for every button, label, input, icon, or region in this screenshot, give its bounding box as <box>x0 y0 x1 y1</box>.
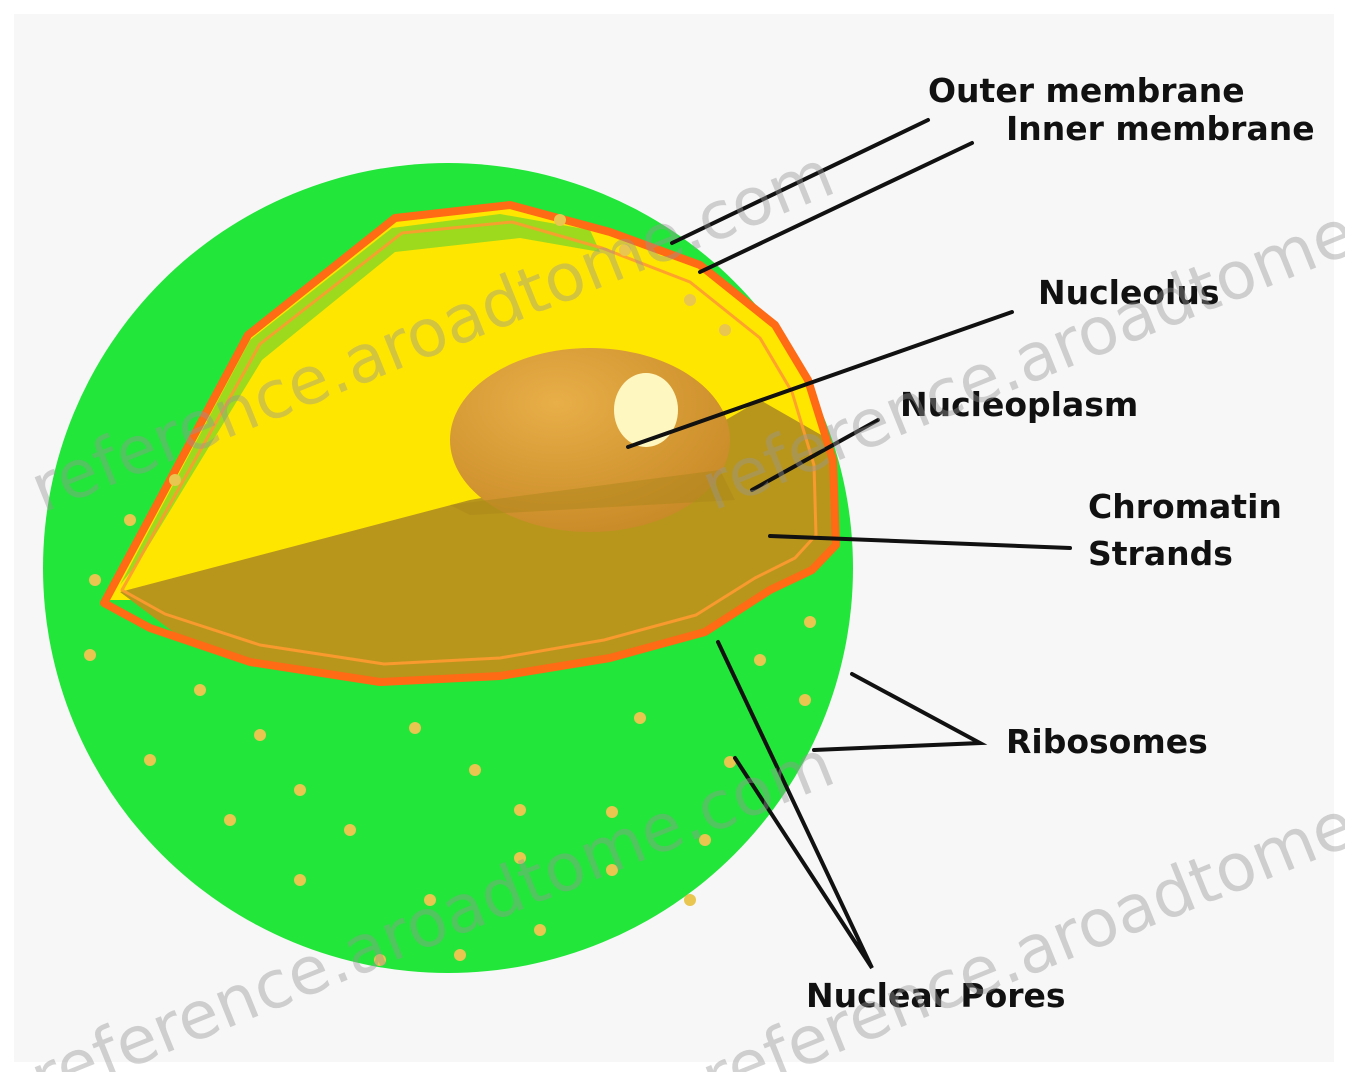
nucleolus-highlight <box>614 373 678 447</box>
ribosome-dot <box>684 294 696 306</box>
ribosome-dot <box>684 894 696 906</box>
leader-ribosomes <box>814 674 980 750</box>
ribosome-dot <box>84 649 96 661</box>
ribosome-dot <box>144 754 156 766</box>
ribosome-dot <box>294 874 306 886</box>
ribosome-dot <box>124 514 136 526</box>
ribosome-dot <box>514 804 526 816</box>
ribosome-dot <box>194 684 206 696</box>
ribosome-dot <box>469 764 481 776</box>
label-chromatin-strands: Chromatin Strands <box>1088 484 1282 578</box>
label-inner-membrane: Inner membrane <box>1006 112 1315 145</box>
ribosome-dot <box>804 616 816 628</box>
ribosome-dot <box>534 924 546 936</box>
ribosome-dot <box>344 824 356 836</box>
ribosome-dot <box>634 712 646 724</box>
ribosome-dot <box>254 729 266 741</box>
ribosome-dot <box>89 574 101 586</box>
label-ribosomes: Ribosomes <box>1006 725 1208 758</box>
ribosome-dot <box>754 654 766 666</box>
label-outer-membrane: Outer membrane <box>928 74 1245 107</box>
ribosome-dot <box>224 814 236 826</box>
ribosome-dot <box>409 722 421 734</box>
ribosome-dot <box>554 214 566 226</box>
ribosome-dot <box>294 784 306 796</box>
ribosome-dot <box>799 694 811 706</box>
ribosome-dot <box>719 324 731 336</box>
